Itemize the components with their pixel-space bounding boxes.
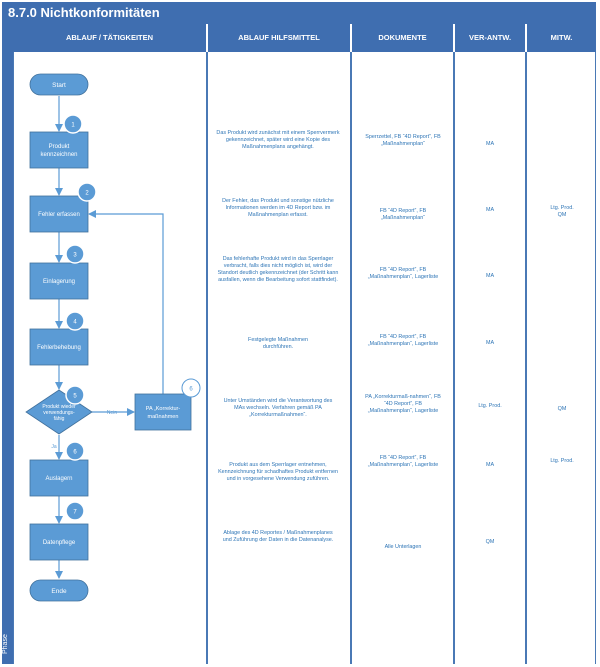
row-1-dokumente: Sperrzettel, FB “4D Report”, FB „Maßnahm… <box>365 134 441 147</box>
phase-column <box>2 24 13 664</box>
column-dokumente <box>351 52 454 664</box>
step-3-label: Einlagerung <box>43 279 75 285</box>
step-2-box: Fehler erfassen <box>29 195 89 233</box>
row-6-hilfsmittel: Produkt aus dem Sperrlager entnehmen, Ke… <box>218 462 338 482</box>
decision-label-line3: fähig <box>54 416 65 422</box>
start-label: Start <box>52 82 66 89</box>
row-4-verantw: MA <box>485 340 495 346</box>
step-1-label-line2: kennzeichnen <box>40 152 77 158</box>
row-6-mitw: Ltg. Prod. <box>550 458 574 464</box>
decision-label-line1: Produkt wieder <box>42 404 76 410</box>
step-1-badge: 1 <box>63 114 83 134</box>
row-6-dokumente: FB “4D Report”, FB „Maßnahmenplan“, Lage… <box>367 455 439 468</box>
row-2-verantw: MA <box>485 207 495 213</box>
column-header-dokumente: DOKUMENTE <box>352 24 453 52</box>
korrektur-box: PA „Korrektur- maßnahmen <box>134 393 192 431</box>
column-header-mitw: MITW. <box>527 24 596 52</box>
svg-text:5: 5 <box>73 394 77 400</box>
step-4-box: Fehlerbehebung <box>29 328 89 366</box>
decision-label-line2: verwendungs- <box>43 410 75 416</box>
step-6-box: Auslagern <box>29 459 89 497</box>
step-6-label: Auslagern <box>45 476 72 482</box>
step-5-badge: 5 <box>65 385 85 405</box>
svg-text:3: 3 <box>73 253 77 259</box>
row-2-mitw: Ltg. Prod. QM <box>550 205 574 218</box>
step-4-label: Fehlerbehebung <box>37 345 81 351</box>
step-6-badge: 6 <box>65 441 85 461</box>
korrektur-badge: 6 <box>181 378 201 398</box>
step-1-box: Produkt kennzeichnen <box>29 131 89 169</box>
column-hilfsmittel <box>207 52 351 664</box>
edge-label-nein: Nein <box>107 410 118 416</box>
korrektur-label-line2: maßnahmen <box>148 414 179 420</box>
row-5-hilfsmittel: Unter Umständen wird die Verantwortung d… <box>223 398 333 418</box>
column-header-hilfsmittel: ABLAUF HILFSMITTEL <box>208 24 350 52</box>
step-7-badge: 7 <box>65 501 85 521</box>
row-1-hilfsmittel: Das Produkt wird zunächst mit einem Sper… <box>216 130 340 150</box>
step-4-badge: 4 <box>65 311 85 331</box>
row-5-verantw: Ltg. Prod. <box>478 403 502 409</box>
svg-text:7: 7 <box>73 510 77 516</box>
row-4-dokumente: FB “4D Report”, FB „Maßnahmenplan“, Lage… <box>367 334 439 347</box>
end-terminator: Ende <box>29 579 89 602</box>
step-3-badge: 3 <box>65 244 85 264</box>
step-1-label-line1: Produkt <box>49 144 70 150</box>
step-7-box: Datenpflege <box>29 523 89 561</box>
row-3-dokumente: FB “4D Report”, FB „Maßnahmenplan“, Lage… <box>367 267 439 280</box>
row-4-hilfsmittel: Festgelegte Maßnahmen durchführen. <box>248 337 308 350</box>
column-header-ablauf: ABLAUF / TÄTIGKEITEN <box>13 24 206 52</box>
svg-text:6: 6 <box>189 387 193 393</box>
edge-label-ja: Ja <box>51 444 57 450</box>
page-title: 8.7.0 Nichtkonformitäten <box>2 2 596 24</box>
row-3-verantw: MA <box>485 273 495 279</box>
row-2-dokumente: FB “4D Report”, FB „Maßnahmenplan“ <box>379 208 427 221</box>
column-header-verantw: VER-ANTW. <box>455 24 525 52</box>
row-7-dokumente: Alle Unterlagen <box>384 544 422 550</box>
column-verantw <box>454 52 526 664</box>
row-7-verantw: QM <box>485 539 495 545</box>
end-label: Ende <box>51 588 67 595</box>
row-3-hilfsmittel: Das fehlerhafte Produkt wird in das Sper… <box>217 256 339 283</box>
row-2-hilfsmittel: Der Fehler, das Produkt und sonstige nüt… <box>222 198 334 218</box>
svg-text:1: 1 <box>71 123 75 129</box>
step-3-box: Einlagerung <box>29 262 89 300</box>
svg-text:2: 2 <box>85 191 89 197</box>
korrektur-label-line1: PA „Korrektur- <box>146 406 181 412</box>
step-7-label: Datenpflege <box>43 540 76 546</box>
step-2-label: Fehler erfassen <box>38 212 80 218</box>
row-7-hilfsmittel: Ablage des 4D Reportes / Maßnahmenplanes… <box>222 530 334 543</box>
column-mitw <box>526 52 596 664</box>
row-5-mitw: QM <box>557 406 567 412</box>
row-6-verantw: MA <box>485 462 495 468</box>
connector-korrektur-step2 <box>88 210 164 394</box>
row-1-verantw: MA <box>485 141 495 147</box>
svg-text:4: 4 <box>73 320 77 326</box>
row-5-dokumente: PA „Korrekturmaß-nahmen“, FB “4D Report”… <box>365 394 441 414</box>
svg-text:6: 6 <box>73 450 77 456</box>
step-2-badge: 2 <box>77 182 97 202</box>
start-terminator: Start <box>29 73 89 96</box>
